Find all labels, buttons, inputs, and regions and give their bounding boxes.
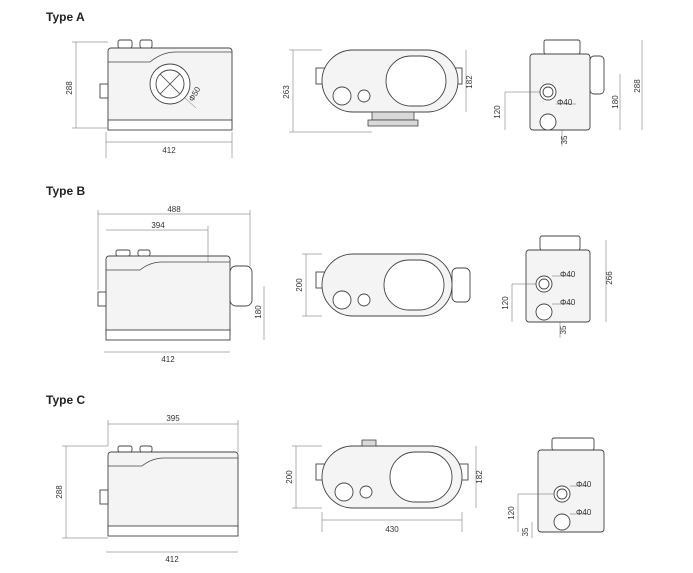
type-b-front-body: 394: [151, 221, 165, 230]
type-c-side-inlet-height: 120: [507, 506, 516, 520]
type-c-side-view: Φ40 Φ40 120 35: [507, 437, 605, 538]
type-a-side-bottom: 35: [560, 135, 569, 144]
type-c-side-inlet-dia-lower: Φ40: [576, 508, 592, 517]
type-b-title: Type B: [46, 184, 86, 198]
type-a-side-inlet-dia: Φ40: [557, 98, 573, 107]
type-a-side-outlet-height: 180: [611, 95, 620, 109]
type-a-top-view: 263 182: [282, 49, 474, 133]
type-c-top-width: 200: [285, 470, 294, 484]
type-b-front-overall: 488: [167, 205, 181, 214]
type-c-front-view: 395 288 412: [55, 414, 239, 564]
type-b-side-view: Φ40 Φ40 120 35 266: [501, 235, 614, 338]
type-c-front-width: 412: [165, 555, 179, 564]
type-b-front-outlet-height: 180: [254, 305, 263, 319]
type-c-top-view: 200 182 430: [285, 439, 484, 534]
type-b-top-view: 200: [295, 253, 471, 317]
type-c-side-inlet-dia-upper: Φ40: [576, 480, 592, 489]
type-a-side-view: 120 Φ40 35 180 288: [493, 39, 643, 146]
type-c-top-length: 430: [385, 525, 399, 534]
type-b-side-inlet-height: 120: [501, 296, 510, 310]
type-b-side-height: 266: [605, 271, 614, 285]
type-a-front-view: 288 412 Φ50: [65, 39, 233, 158]
type-a-top-width: 182: [465, 75, 474, 89]
type-c-side-bottom: 35: [521, 527, 530, 536]
type-c-title: Type C: [46, 393, 86, 407]
type-c-front-length: 395: [166, 414, 180, 423]
type-a-front-width: 412: [162, 146, 176, 155]
type-b-front-view: 488 394 412 180: [97, 205, 265, 364]
type-a-side-height: 288: [633, 79, 642, 93]
type-b-side-inlet-dia-lower: Φ40: [560, 298, 576, 307]
type-a-side-inlet-height: 120: [493, 105, 502, 119]
type-a-front-height: 288: [65, 81, 74, 95]
type-b-side-inlet-dia-upper: Φ40: [560, 270, 576, 279]
type-b-side-bottom: 35: [559, 325, 568, 334]
type-c-top-depth: 182: [475, 470, 484, 484]
type-c-front-height: 288: [55, 485, 64, 499]
type-a-top-length: 263: [282, 85, 291, 99]
type-a-title: Type A: [46, 10, 85, 24]
type-b-top-width: 200: [295, 278, 304, 292]
type-b-front-width: 412: [161, 355, 175, 364]
